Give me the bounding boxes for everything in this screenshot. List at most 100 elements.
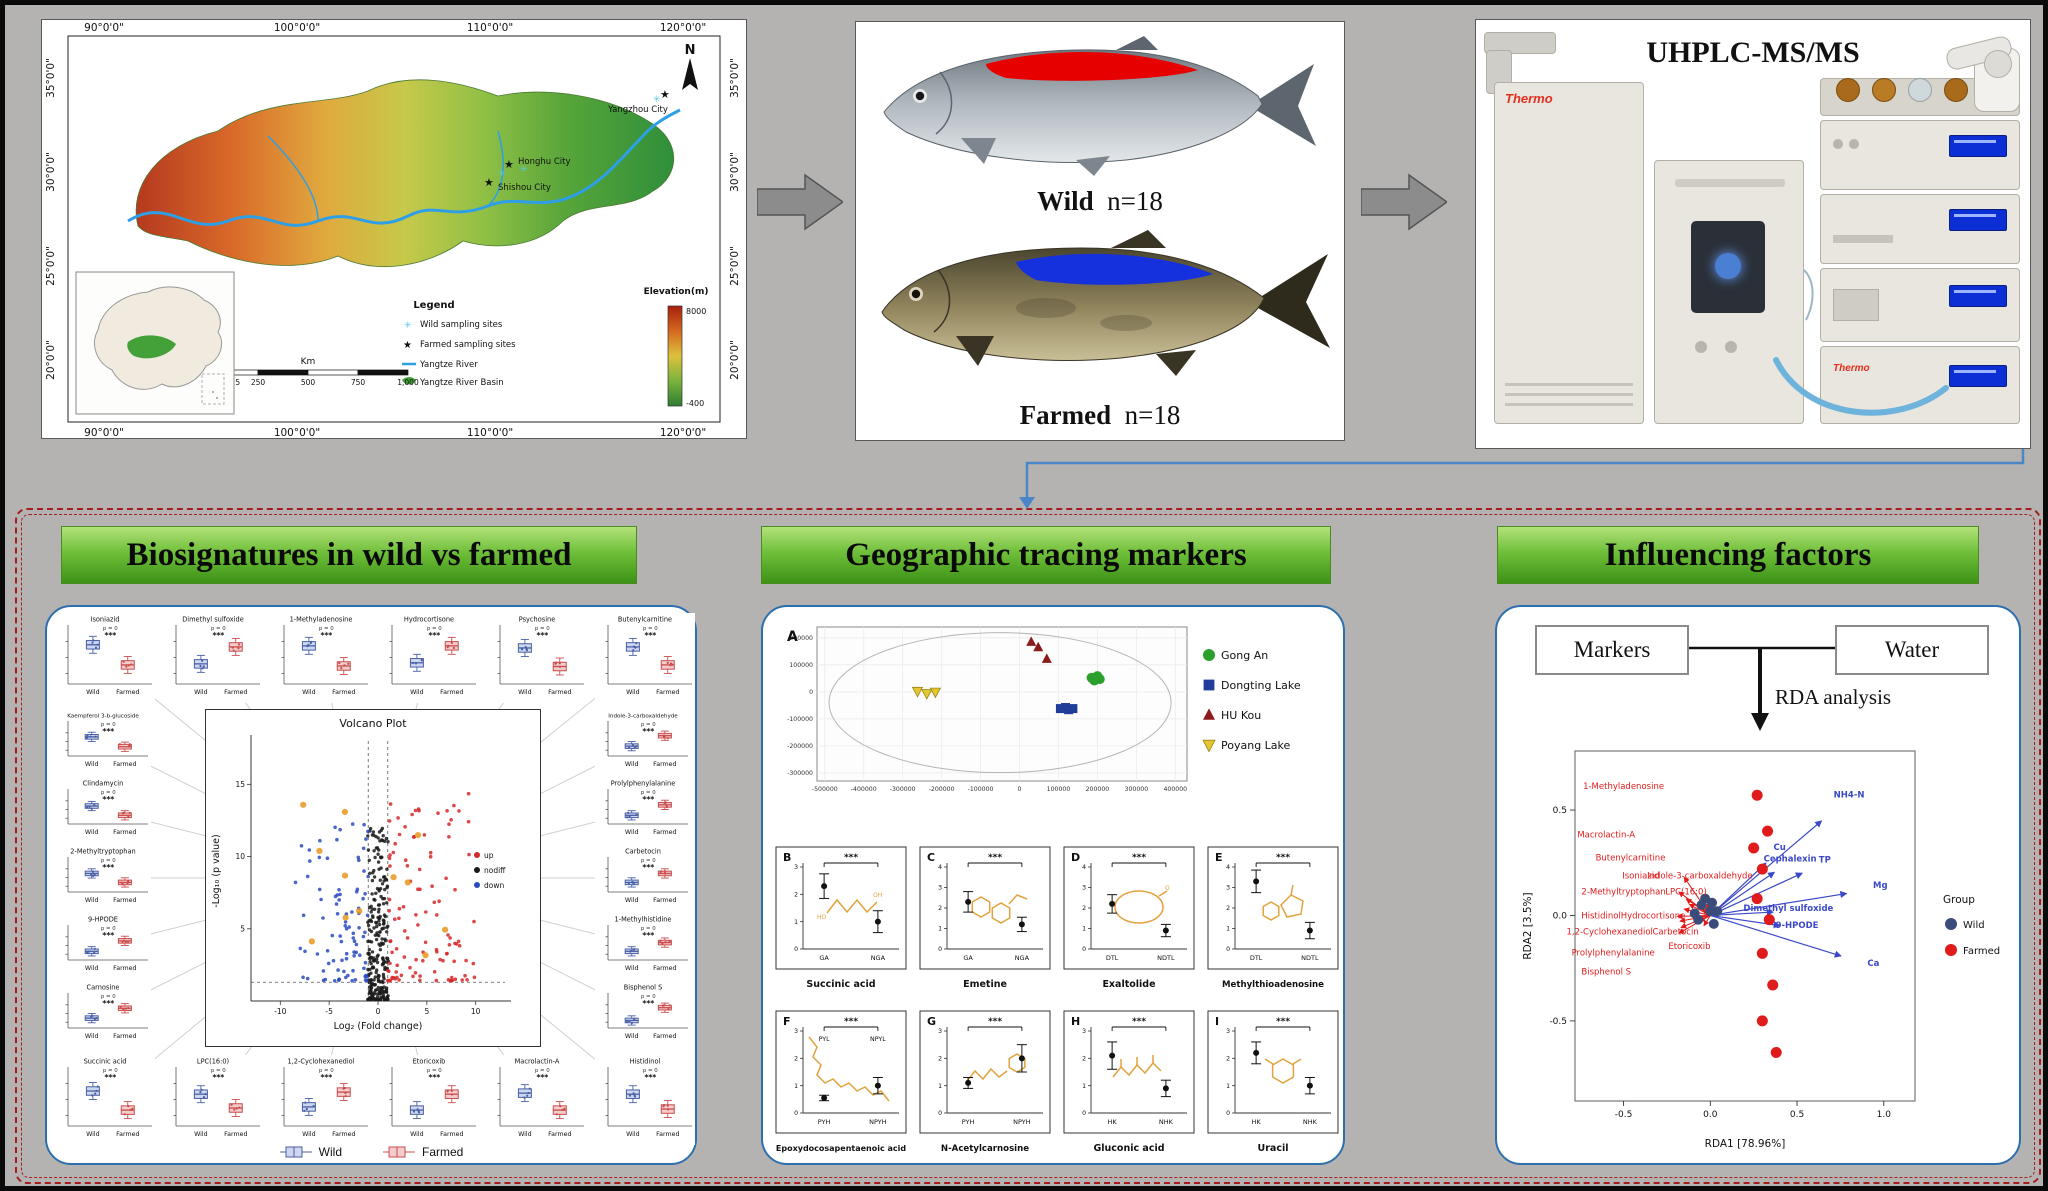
- svg-text:Wild: Wild: [625, 965, 639, 972]
- svg-text:Wild: Wild: [625, 1033, 639, 1040]
- boxplot-icon: [383, 1146, 415, 1158]
- svg-text:Psychosine: Psychosine: [519, 616, 556, 624]
- svg-text:Wild: Wild: [194, 1131, 208, 1138]
- elevation-legend: Elevation(m) 8000 -400: [644, 287, 709, 408]
- svg-text:Uracil: Uracil: [1258, 1143, 1289, 1154]
- svg-text:2: 2: [1226, 905, 1230, 912]
- svg-text:***: ***: [642, 931, 654, 940]
- down-arrow-icon: [1751, 713, 1769, 731]
- svg-text:3: 3: [1082, 885, 1086, 892]
- yangtze-river-line: [127, 108, 681, 227]
- svg-text:-0.5: -0.5: [1549, 1017, 1567, 1027]
- svg-text:✳: ✳: [520, 165, 528, 175]
- wild-site-icon: ✳: [404, 321, 412, 331]
- svg-text:Etoricoxib: Etoricoxib: [413, 1058, 446, 1066]
- svg-text:Volcano Plot: Volcano Plot: [339, 717, 407, 730]
- svg-text:Prolylphenylalanine: Prolylphenylalanine: [611, 780, 676, 788]
- svg-text:O: O: [1165, 885, 1170, 892]
- svg-text:2-Methyltryptophan: 2-Methyltryptophan: [1581, 887, 1665, 897]
- svg-text:I: I: [1215, 1015, 1219, 1028]
- svg-text:-Log₁₀ (p value): -Log₁₀ (p value): [211, 834, 222, 907]
- svg-text:p = 0: p = 0: [641, 790, 656, 796]
- svg-text:1: 1: [794, 1083, 798, 1090]
- map-coordinate-labels: 90°0'0" 100°0'0" 110°0'0" 120°0'0" 90°0'…: [45, 22, 741, 439]
- svg-text:Poyang Lake: Poyang Lake: [1221, 739, 1291, 752]
- svg-text:20°0'0": 20°0'0": [45, 340, 57, 380]
- boxplot-icon: [279, 1146, 312, 1158]
- mini-boxplot: 2-Methyltryptophan p = 0 *** Wild Farmed: [55, 845, 151, 911]
- rda-labels: 1-MethyladenosineMacrolactin-AButenylcar…: [1566, 782, 1887, 978]
- svg-text:Farmed: Farmed: [113, 829, 136, 836]
- svg-text:1.0: 1.0: [1877, 1110, 1892, 1120]
- svg-text:120°0'0": 120°0'0": [660, 22, 706, 34]
- svg-text:20°0'0": 20°0'0": [729, 340, 741, 380]
- farmed-fish-label: Farmed n=18: [1019, 400, 1181, 430]
- svg-text:NHK: NHK: [1303, 1118, 1318, 1126]
- svg-text:5: 5: [424, 1007, 429, 1016]
- rda-biplot: 1-MethyladenosineMacrolactin-AButenylcar…: [1522, 750, 2000, 1150]
- svg-text:Wild: Wild: [625, 829, 639, 836]
- group-legend-item: Farmed: [382, 1145, 463, 1159]
- svg-text:-0.5: -0.5: [1615, 1110, 1633, 1120]
- water-box: Water: [1835, 625, 1989, 675]
- svg-text:90°0'0": 90°0'0": [84, 427, 124, 439]
- svg-text:120°0'0": 120°0'0": [660, 427, 706, 439]
- chemical-structure: [971, 894, 1028, 924]
- svg-text:NHK: NHK: [1159, 1118, 1174, 1126]
- svg-text:-200000: -200000: [787, 743, 813, 750]
- svg-text:D: D: [1071, 851, 1080, 864]
- svg-text:Yangtze River Basin: Yangtze River Basin: [419, 378, 504, 388]
- svg-text:***: ***: [102, 795, 114, 804]
- svg-text:35°0'0": 35°0'0": [729, 58, 741, 98]
- svg-text:Wild: Wild: [85, 897, 99, 904]
- chemical-structure: [808, 1036, 890, 1102]
- rda-connector: [1685, 646, 1835, 731]
- svg-text:100°0'0": 100°0'0": [274, 427, 320, 439]
- svg-text:Wild: Wild: [85, 761, 99, 768]
- mini-boxplot: Isoniazid p = 0 *** Wild Farmed: [55, 613, 155, 703]
- geographic-header-text: Geographic tracing markers: [845, 536, 1247, 573]
- china-inset-map: [75, 271, 235, 415]
- svg-text:HK: HK: [1252, 1118, 1262, 1126]
- svg-text:***: ***: [642, 795, 654, 804]
- svg-text:***: ***: [1132, 853, 1146, 863]
- boxplot-succinic-acid: Succinic acid p = 0 *** Wild Farmed: [65, 1058, 152, 1138]
- map-legend: Legend ✳ Wild sampling sites ★ Farmed sa…: [402, 300, 516, 388]
- svg-text:100000: 100000: [1047, 786, 1071, 793]
- svg-text:p = 0: p = 0: [211, 1068, 226, 1074]
- svg-text:-100000: -100000: [787, 716, 813, 723]
- svg-text:p = 0: p = 0: [643, 1068, 658, 1074]
- svg-text:30°0'0": 30°0'0": [729, 152, 741, 192]
- svg-text:Isoniazid: Isoniazid: [1622, 872, 1659, 882]
- boxplot-carnosine: Carnosine p = 0 *** Wild Farmed: [65, 984, 148, 1040]
- svg-text:Farmed: Farmed: [116, 1131, 139, 1138]
- svg-text:250: 250: [251, 378, 266, 387]
- svg-text:Macrolactin-A: Macrolactin-A: [515, 1058, 560, 1066]
- svg-text:p = 0: p = 0: [101, 858, 116, 864]
- svg-text:p = 0: p = 0: [319, 1068, 334, 1074]
- svg-text:2: 2: [1082, 905, 1086, 912]
- svg-text:p = 0: p = 0: [319, 626, 334, 632]
- svg-text:Carbetocin: Carbetocin: [625, 848, 661, 856]
- svg-text:110°0'0": 110°0'0": [467, 427, 513, 439]
- uhplc-module: [1820, 194, 2020, 264]
- svg-text:Elevation(m): Elevation(m): [644, 287, 709, 297]
- svg-text:p = 0: p = 0: [641, 926, 656, 932]
- thermo-logo-small: Thermo: [1833, 363, 1870, 374]
- svg-text:Wild: Wild: [625, 897, 639, 904]
- svg-text:Legend: Legend: [413, 300, 454, 311]
- svg-text:100°0'0": 100°0'0": [274, 22, 320, 34]
- svg-text:1-Methylhistidine: 1-Methylhistidine: [615, 916, 672, 924]
- svg-text:Wild: Wild: [626, 689, 640, 696]
- svg-text:Dimethyl sulfoxide: Dimethyl sulfoxide: [182, 616, 244, 624]
- svg-text:Gluconic acid: Gluconic acid: [1093, 1143, 1164, 1154]
- instrument-title: UHPLC-MS/MS: [1646, 36, 1860, 69]
- mini-boxplot: Hydrocortisone p = 0 *** Wild Farmed: [379, 613, 479, 703]
- uhplc-module: [1820, 120, 2020, 190]
- svg-text:p = 0: p = 0: [211, 626, 226, 632]
